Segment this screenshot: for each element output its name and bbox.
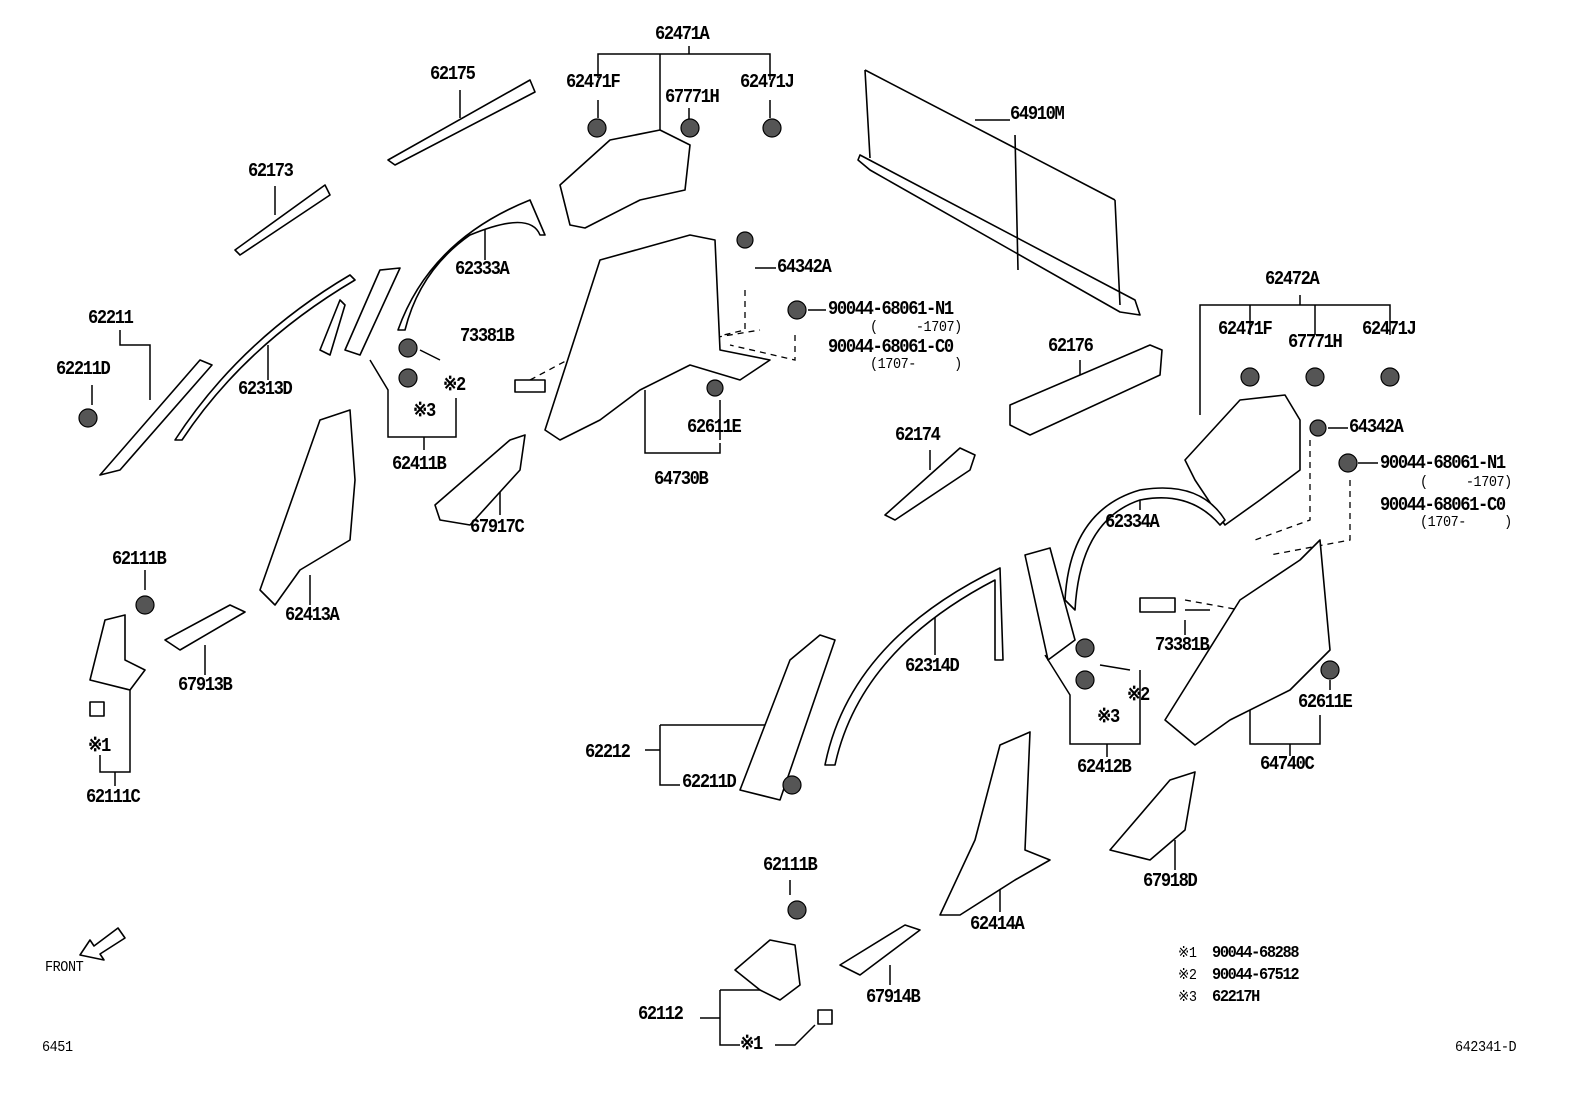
label-64342A: 64342A xyxy=(777,256,832,278)
part-62111C xyxy=(89,614,146,691)
part-62314D xyxy=(824,567,1004,766)
part-62211 xyxy=(99,359,213,476)
label-62111B: 62111B xyxy=(112,548,167,570)
label-64342A: 64342A xyxy=(1349,416,1404,438)
label-62333A: 62333A xyxy=(455,258,510,280)
label-67771H: 67771H xyxy=(1288,331,1343,353)
clip-icons xyxy=(78,118,1400,1025)
label-62173: 62173 xyxy=(248,160,294,182)
part-62313D xyxy=(174,274,356,441)
label-62211D: 62211D xyxy=(682,771,737,793)
label-mark-3: ※3 xyxy=(1097,706,1120,728)
label-clip-n1-range: ( -1707) xyxy=(870,319,962,336)
part-62472A xyxy=(1184,394,1301,526)
part-shapes xyxy=(78,69,1400,1025)
part-62414A xyxy=(939,731,1051,916)
label-62611E: 62611E xyxy=(687,416,742,438)
part-62212 xyxy=(739,634,836,801)
note-part: 90044-67512 xyxy=(1212,966,1299,985)
label-62211: 62211 xyxy=(88,307,134,329)
label-clip-n1: 90044-68061-N1 xyxy=(828,298,954,320)
part-62413A xyxy=(259,409,356,606)
part-67918D xyxy=(1109,771,1196,861)
label-62112: 62112 xyxy=(638,1003,684,1025)
label-67913B: 67913B xyxy=(178,674,233,696)
front-label: FRONT xyxy=(45,959,84,976)
part-67914B xyxy=(839,924,921,976)
part-62175 xyxy=(387,79,536,166)
label-67917C: 67917C xyxy=(470,516,525,538)
label-clip-c0-range: (1707- ) xyxy=(870,356,962,373)
label-62176: 62176 xyxy=(1048,335,1094,357)
label-62111B: 62111B xyxy=(763,854,818,876)
label-mark-1: ※1 xyxy=(88,735,111,757)
label-67771H: 67771H xyxy=(665,86,720,108)
label-62412B: 62412B xyxy=(1077,756,1132,778)
label-62414A: 62414A xyxy=(970,913,1025,935)
leader-lines xyxy=(91,46,1391,1046)
part-64910M xyxy=(857,69,1141,316)
label-clip-n1-range: ( -1707) xyxy=(1420,474,1512,491)
label-mark-2: ※2 xyxy=(1127,684,1150,706)
label-mark-3: ※3 xyxy=(413,400,436,422)
label-64730B: 64730B xyxy=(654,468,709,490)
label-62314D: 62314D xyxy=(905,655,960,677)
part-62333A xyxy=(397,199,546,331)
label-clip-c0-range: (1707- ) xyxy=(1420,514,1512,531)
part-62174 xyxy=(884,447,976,521)
note-mark: ※3 xyxy=(1178,989,1197,1006)
part-62176 xyxy=(1009,344,1163,436)
page-code: 6451 xyxy=(42,1039,73,1056)
label-62174: 62174 xyxy=(895,424,941,446)
label-67914B: 67914B xyxy=(866,986,921,1008)
label-62211D: 62211D xyxy=(56,358,111,380)
note-part: 90044-68288 xyxy=(1212,944,1299,963)
label-62611E: 62611E xyxy=(1298,691,1353,713)
front-arrow-icon xyxy=(79,927,126,961)
label-62471J: 62471J xyxy=(1362,318,1417,340)
part-62334A xyxy=(1064,487,1226,611)
label-73381B: 73381B xyxy=(1155,634,1210,656)
label-62334A: 62334A xyxy=(1105,511,1160,533)
label-62175: 62175 xyxy=(430,63,476,85)
diagram-code: 642341-D xyxy=(1455,1039,1517,1056)
label-64910M: 64910M xyxy=(1010,103,1065,125)
label-62472A: 62472A xyxy=(1265,268,1320,290)
label-67918D: 67918D xyxy=(1143,870,1198,892)
note-mark: ※1 xyxy=(1178,945,1197,962)
note-mark: ※2 xyxy=(1178,967,1197,984)
part-64730B xyxy=(544,234,771,441)
label-64740C: 64740C xyxy=(1260,753,1315,775)
label-clip-c0: 90044-68061-C0 xyxy=(828,336,954,358)
label-62111C: 62111C xyxy=(86,786,141,808)
label-62212: 62212 xyxy=(585,741,631,763)
part-67917C xyxy=(434,434,526,526)
label-clip-c0: 90044-68061-C0 xyxy=(1380,494,1506,516)
label-62413A: 62413A xyxy=(285,604,340,626)
part-62112 xyxy=(734,939,801,1001)
label-62471J: 62471J xyxy=(740,71,795,93)
part-62412B-trim xyxy=(1024,547,1076,661)
label-62313D: 62313D xyxy=(238,378,293,400)
label-62471A: 62471A xyxy=(655,23,710,45)
label-62411B: 62411B xyxy=(392,453,447,475)
label-73381B: 73381B xyxy=(460,325,515,347)
part-pillar-trim xyxy=(319,267,401,356)
part-64740C xyxy=(1164,539,1331,746)
label-mark-2: ※2 xyxy=(443,374,466,396)
dashed-assembly-lines xyxy=(529,290,1351,611)
part-62471A xyxy=(559,129,691,229)
part-67913B xyxy=(164,604,246,651)
label-clip-n1: 90044-68061-N1 xyxy=(1380,452,1506,474)
label-62471F: 62471F xyxy=(566,71,621,93)
label-62471F: 62471F xyxy=(1218,318,1273,340)
label-mark-1: ※1 xyxy=(740,1033,763,1055)
note-part: 62217H xyxy=(1212,988,1260,1007)
part-62173 xyxy=(234,184,331,256)
